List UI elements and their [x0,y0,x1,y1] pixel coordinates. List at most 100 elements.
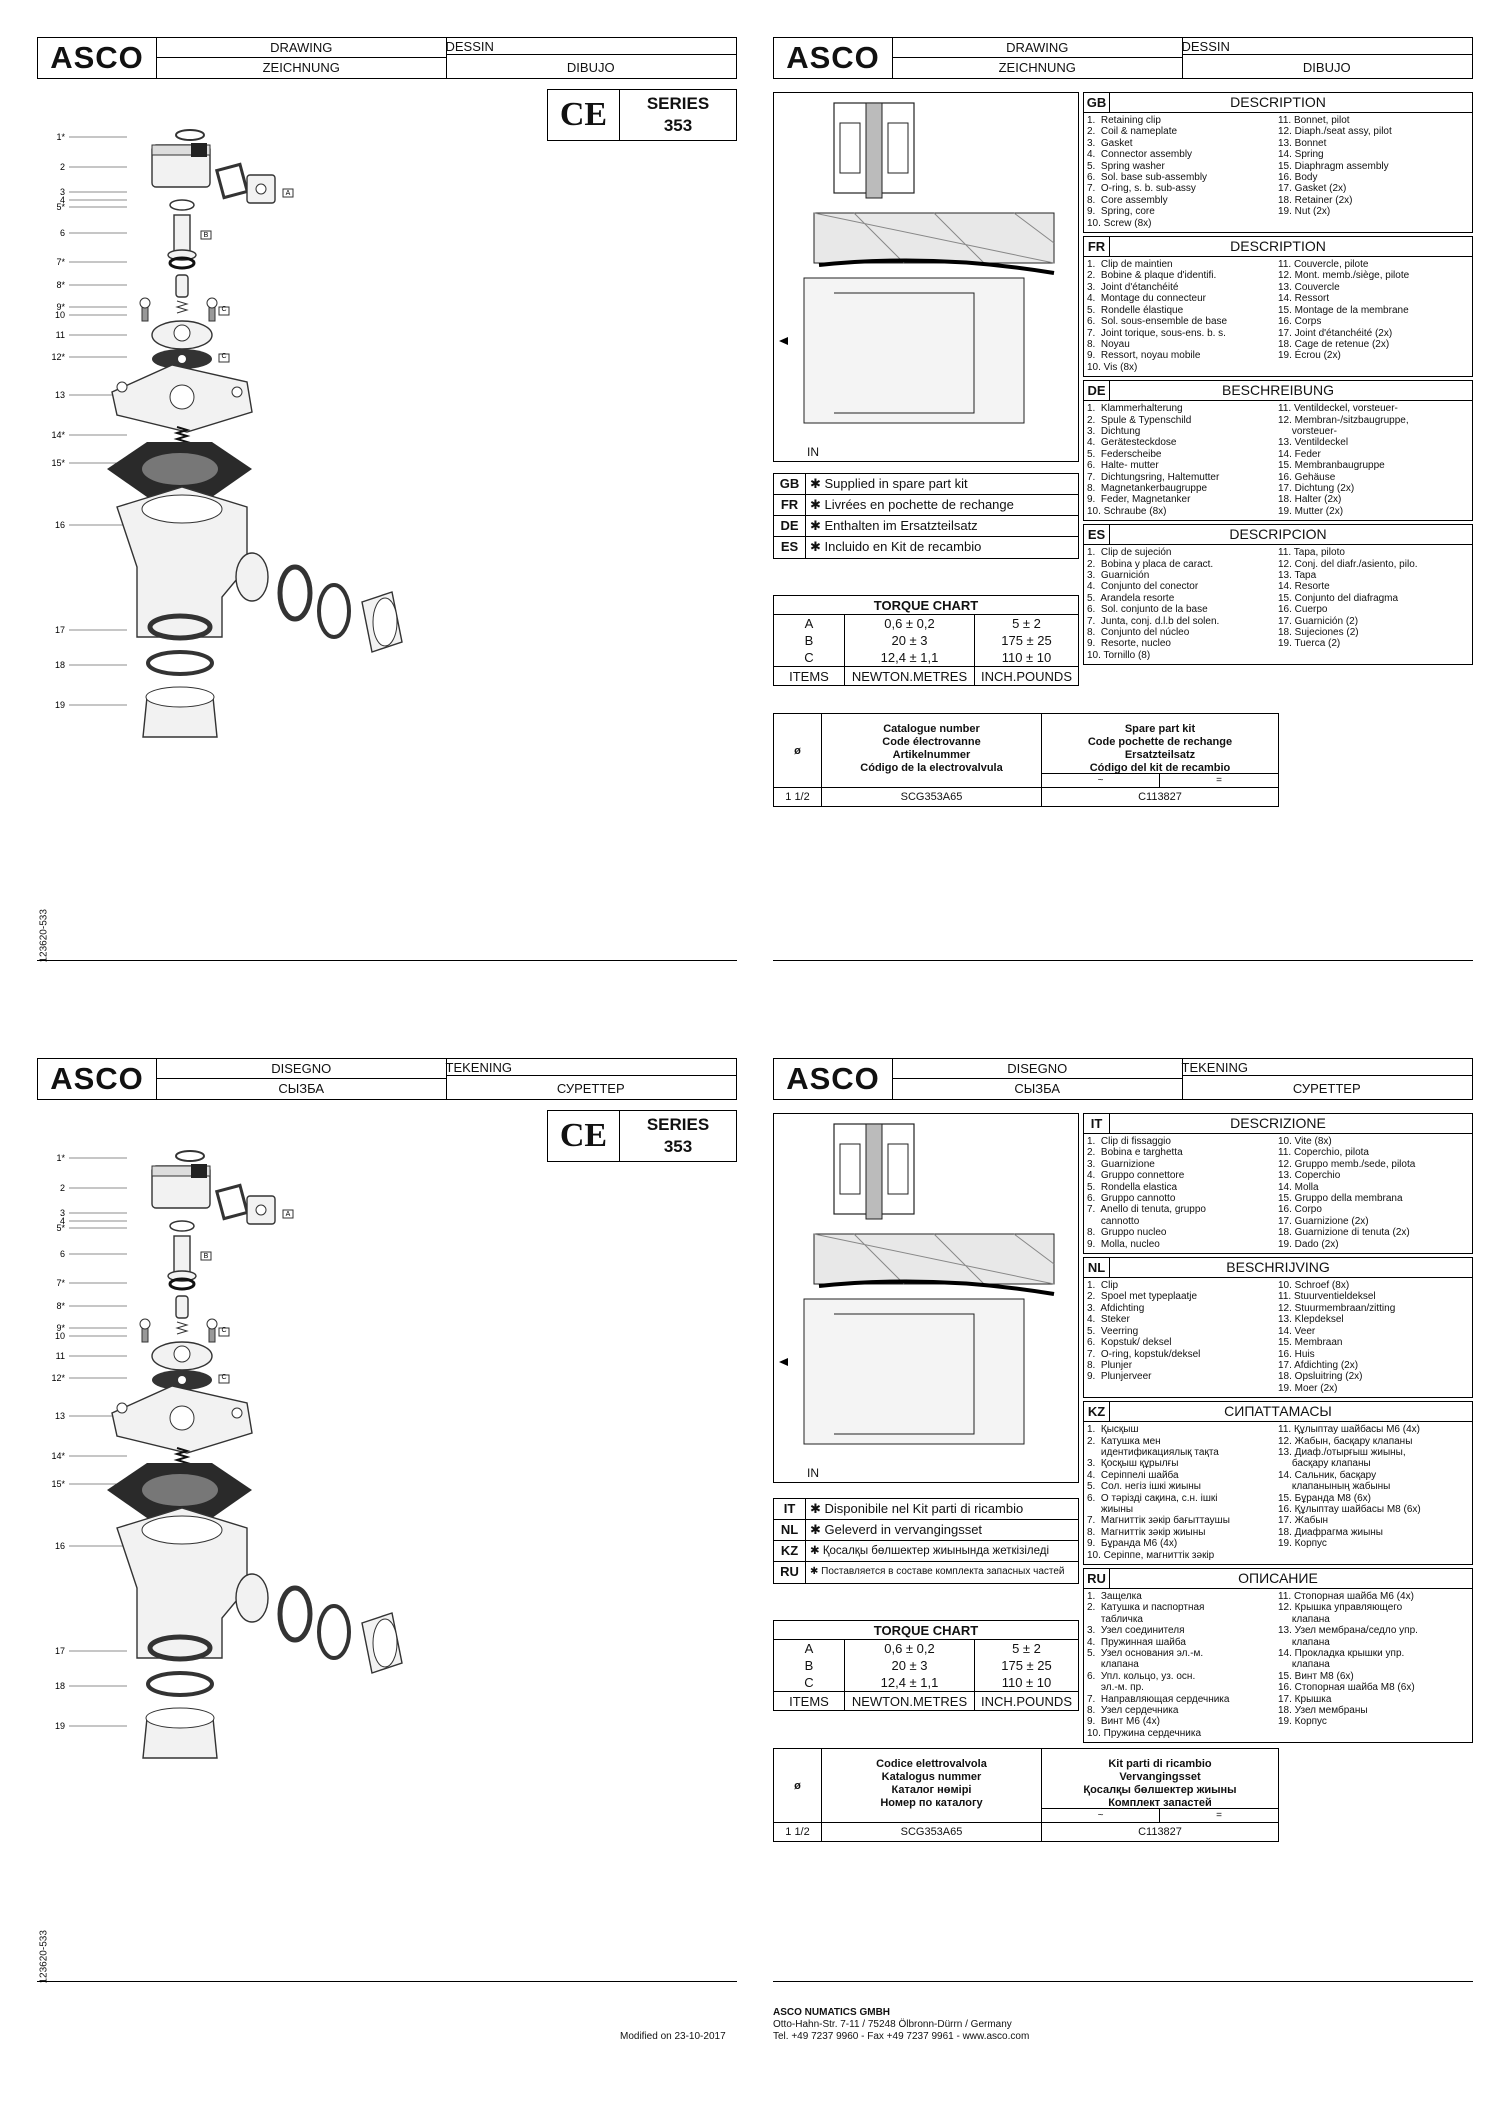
torque-cell: C [804,1675,814,1690]
callout-label: 6 [60,1249,65,1259]
label-box [200,1251,212,1261]
part-item: 7. Направляющая сердечника [1087,1693,1230,1705]
spare-row: DE✱ Enthalten im Ersatzteilsatz [774,516,1078,537]
header-line: Código de la electrovalvula [860,762,1003,774]
torque-cell: C [804,650,814,665]
part-item: 7. O-ring, kopstuk/deksel [1087,1348,1201,1360]
part-item: 3. Joint d'étanchéité [1087,281,1179,293]
language-tag: RU [774,1562,806,1583]
core-tube [865,1123,883,1220]
callout-label: 2 [60,1183,65,1193]
part-item: 17. Guarnizione (2x) [1278,1215,1369,1227]
equal-column: = [1216,775,1222,786]
kit-subheader: ~= [1042,1808,1278,1822]
torque-letter: C [221,353,226,360]
part-item: 1. Clip de maintien [1087,259,1173,271]
callout-label: 6 [60,228,65,238]
parts-column: 11. Стопорная шайба М6 (4x)12. Крышка уп… [1278,1591,1469,1739]
header-line: Номер по каталогу [880,1797,983,1809]
part-item: 4. Серіппелі шайба [1087,1469,1179,1481]
torque-letter: C [221,1374,226,1381]
part-item: 9. Feder, Magnetanker [1087,494,1191,506]
part-item: 15. Diaphragm assembly [1278,160,1389,172]
language-tag: GB [1084,93,1110,112]
bonnet-screw [231,386,243,398]
part-item: 1. Clip de sujeción [1087,547,1172,559]
header-label: DRAWING [157,38,447,58]
part-item: 18. Узел мембраны [1278,1705,1368,1717]
part-item: 14. Molla [1278,1181,1319,1193]
spare-kit-legend: IT✱ Disponibile nel Kit parti di ricambi… [773,1498,1079,1584]
language-tag: IT [774,1499,806,1519]
callout-label: 16 [55,1541,65,1551]
header-line: Code électrovanne [882,736,981,748]
torque-cell: 0,6 ± 0,2 [844,615,974,632]
valve-body [116,486,248,638]
series-label: SERIES [646,1115,710,1134]
part-item: 17. Крышка [1278,1693,1332,1705]
spring-washer [169,1220,195,1232]
callout-label: 18 [55,1681,65,1691]
callout-label: 7* [56,257,65,267]
part-item: 3. Guarnición [1087,570,1150,581]
part-item: 8. Conjunto del núcleo [1087,627,1190,639]
part-item: 7. Joint torique, sous-ens. b. s. [1087,327,1226,339]
diameter-symbol: ø [774,1749,822,1822]
part-item: 6. Sol. sous-ensemble de base [1087,316,1228,328]
section-title: BESCHRIJVING [1226,1259,1330,1276]
page-drawing-top: ASCO DRAWING DESSIN ZEICHNUNG DIBUJO CE … [37,37,737,977]
language-tag: FR [1084,237,1110,257]
gasket [214,1183,250,1221]
solenoid-base [173,1235,191,1277]
part-item: 8. Gruppo nucleo [1087,1227,1167,1239]
part-item: клапана [1278,1659,1330,1671]
callout-label: 1* [56,132,65,142]
part-item: 9. Plunjerveer [1087,1371,1152,1383]
bonnet-screw [116,381,128,393]
part-item: клапана [1087,1659,1139,1671]
part-item: 18. Sujeciones (2) [1278,627,1359,639]
series-number: 353 [663,116,693,135]
part-item: 5. Сол. негіз ішкі жиыны [1087,1481,1201,1493]
catalog-cell: 1 1/2 [774,788,822,806]
header-label: СЫЗБА [893,1079,1183,1099]
part-item: vorsteuer- [1278,425,1337,437]
part-item: 13. Диаф./отырғыш жиыны, [1278,1446,1406,1458]
torque-column-header: INCH.POUNDS [974,1692,1078,1710]
core-spring [175,300,189,314]
header-label: TEKENING [445,1059,736,1076]
screw-head [206,1318,218,1330]
part-item: 18. Retainer (2x) [1278,194,1353,206]
part-item: 13. Couvercle [1278,281,1340,293]
body-bore-section [834,1313,975,1435]
part-item: 17. Joint d'étanchéité (2x) [1278,327,1393,339]
language-tag: NL [1084,1258,1110,1278]
section-title: DESCRIZIONE [1230,1115,1326,1131]
part-item: 16. Body [1278,172,1318,184]
part-item: 19. Écrou (2x) [1278,350,1341,362]
part-item: 10. Tornillo (8) [1087,649,1151,661]
label-box [218,1374,230,1384]
part-item: 5. Rondelle élastique [1087,304,1184,316]
header-label: ZEICHNUNG [157,58,447,78]
inlet-label: IN [807,1466,819,1480]
diaphragm-section [818,258,1055,275]
part-item: cannotto [1087,1215,1140,1227]
part-item: 11. Құлыптау шайбасы М6 (4x) [1278,1424,1420,1436]
callout-label: 2 [60,162,65,172]
section-view [779,1123,1055,1445]
valve-section-drawing: IN [773,92,1079,462]
callout-label: 13 [55,390,65,400]
callout-label: 3 [60,1208,65,1218]
